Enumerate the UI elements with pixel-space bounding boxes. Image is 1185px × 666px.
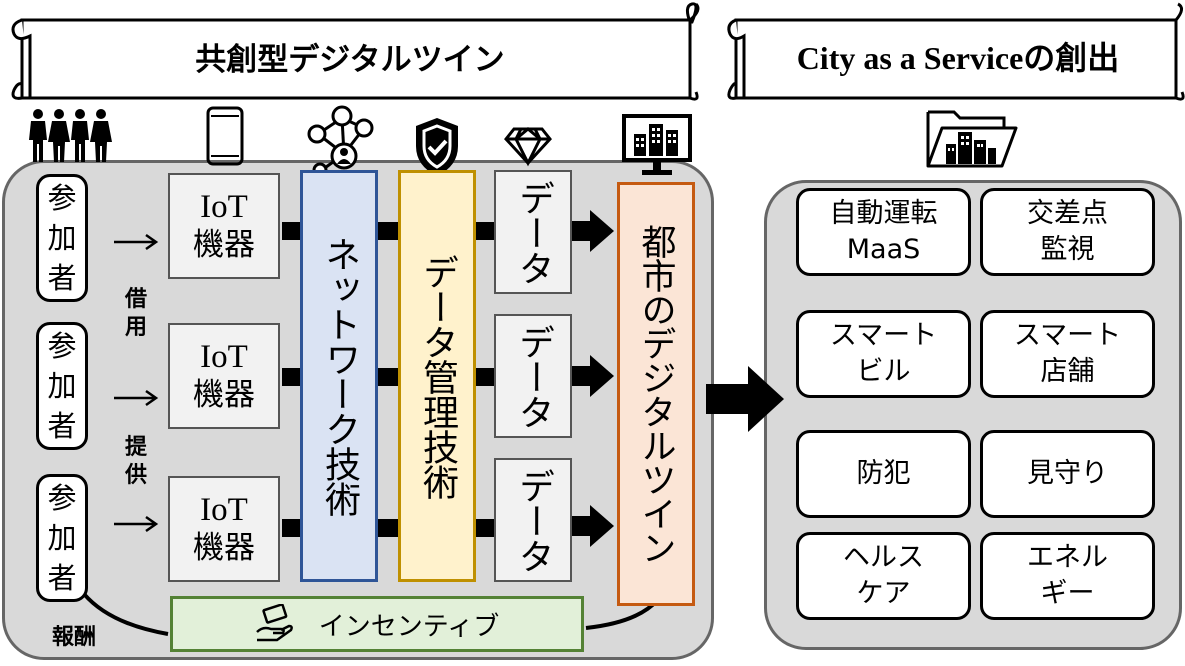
city-monitor-icon [622, 114, 692, 175]
provide-char: 提 [124, 435, 147, 460]
participant-char: 参 [47, 481, 77, 515]
iot-sublabel: 機器 [193, 377, 255, 413]
provide-char: 供 [124, 463, 147, 488]
participant-char: 参 [47, 329, 77, 363]
data-box: データ [494, 314, 572, 438]
service-box: 交差点 監視 [980, 188, 1155, 276]
service-box: スマート 店舗 [980, 310, 1155, 398]
iot-device-box: IoT 機器 [168, 173, 280, 279]
service-line2: ギー [1040, 578, 1095, 609]
service-line1: 見守り [1027, 458, 1108, 489]
service-line1: スマート [829, 320, 938, 351]
participant-box: 参 加 者 [36, 174, 88, 302]
lend-char: 用 [124, 315, 147, 340]
service-line2: 店舗 [1040, 356, 1095, 387]
title-left: 共創型デジタルツイン [195, 41, 505, 78]
service-line1: ヘルス [843, 542, 924, 573]
smartphone-icon [206, 106, 244, 166]
service-box: 自動運転 MaaS [796, 188, 971, 276]
lend-label: 借 用 [122, 286, 150, 342]
iot-sublabel: 機器 [193, 530, 255, 566]
money-hand-icon [255, 604, 293, 642]
service-line1: エネル [1027, 542, 1108, 573]
data-box: データ [494, 170, 572, 294]
incentive-box: インセンティブ [170, 596, 584, 652]
iot-device-box: IoT 機器 [168, 323, 280, 429]
service-line2: 監視 [1040, 234, 1095, 265]
title-right: City as a Serviceの創出 [796, 40, 1120, 76]
iot-label: IoT [200, 189, 248, 225]
service-box: エネル ギー [980, 532, 1155, 620]
service-line2: ケア [856, 578, 911, 609]
provide-label: 提 供 [122, 434, 150, 490]
service-line2: MaaS [846, 234, 921, 265]
data-box: データ [494, 458, 572, 582]
participant-box: 参 加 者 [36, 474, 88, 602]
iot-label: IoT [200, 492, 248, 528]
service-line1: 防犯 [856, 458, 911, 489]
iot-device-box: IoT 機器 [168, 476, 280, 582]
participant-char: 加 [47, 221, 77, 255]
diamond-icon [504, 127, 552, 167]
service-box: スマート ビル [796, 310, 971, 398]
network-nodes-icon [307, 105, 374, 178]
title-banner-right [727, 2, 1185, 101]
service-line1: 自動運転 [829, 198, 938, 229]
participant-char: 者 [47, 261, 77, 295]
participant-char: 者 [47, 561, 77, 595]
iot-sublabel: 機器 [193, 227, 255, 263]
participant-box: 参 加 者 [36, 322, 88, 450]
participant-char: 参 [47, 181, 77, 215]
shield-check-icon [416, 118, 458, 176]
data-management-bar: データ管理技術 [398, 170, 476, 582]
people-group-icon [29, 109, 112, 162]
reward-curve [82, 592, 169, 636]
service-line1: 交差点 [1027, 198, 1108, 229]
service-box: ヘルス ケア [796, 532, 971, 620]
iot-label: IoT [200, 339, 248, 375]
city-folder-icon [926, 110, 1018, 168]
service-line1: スマート [1013, 320, 1122, 351]
participant-char: 加 [47, 369, 77, 403]
participant-char: 者 [47, 409, 77, 443]
lend-char: 借 [124, 287, 147, 312]
incentive-label: インセンティブ [318, 611, 500, 642]
service-box: 見守り [980, 430, 1155, 518]
network-technology-bar: ネットワーク技術 [300, 170, 378, 582]
service-line2: ビル [856, 356, 911, 387]
title-banner-left [11, 2, 700, 101]
reward-label: 報酬 [52, 625, 97, 650]
participant-char: 加 [47, 521, 77, 555]
city-digital-twin-bar: 都市のデジタルツイン [617, 182, 695, 606]
service-box: 防犯 [796, 430, 971, 518]
